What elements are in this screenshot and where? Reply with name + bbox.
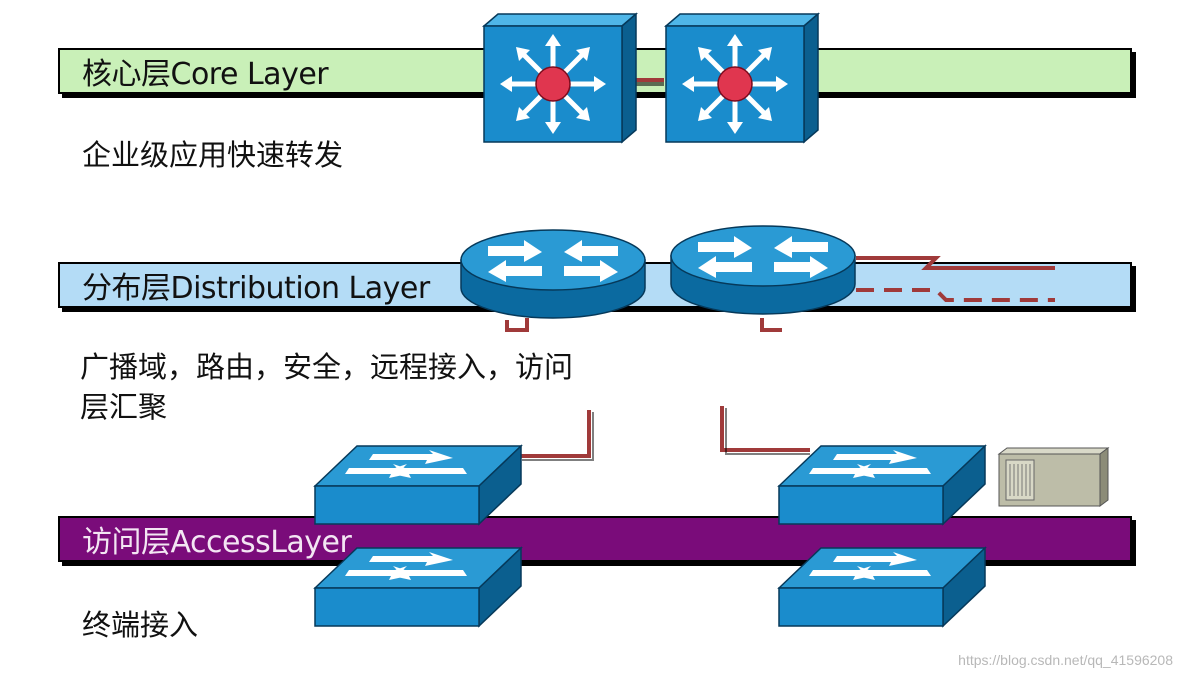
server-icon: [997, 447, 1110, 507]
distribution-layer-label: 分布层Distribution Layer: [82, 271, 430, 306]
distribution-layer-description-line-2: 层汇聚: [80, 390, 168, 424]
dist-to-access-link-left: [520, 410, 591, 458]
distribution-router-icon-2: [670, 225, 856, 315]
access-switch-icon-1: [313, 444, 523, 526]
core-switch-icon-1: [481, 12, 639, 144]
access-layer-description: 终端接入: [82, 608, 199, 642]
distribution-layer-description-line-1: 广播域，路由，安全，远程接入，访问: [80, 350, 574, 384]
core-layer-description: 企业级应用快速转发: [82, 138, 344, 172]
wan-link-dashed: [856, 288, 1055, 302]
core-switch-icon-2: [663, 12, 821, 144]
router-2-stub: [760, 318, 782, 332]
access-layer-label: 访问层AccessLayer: [82, 525, 352, 560]
access-switch-icon-4: [777, 546, 987, 628]
access-switch-icon-2: [777, 444, 987, 526]
wan-link-solid: [856, 256, 1055, 270]
core-layer-label: 核心层Core Layer: [82, 57, 329, 92]
distribution-router-icon-1: [460, 229, 646, 319]
watermark: https://blog.csdn.net/qq_41596208: [958, 652, 1173, 668]
router-1-stub: [505, 318, 529, 332]
access-switch-icon-3: [313, 546, 523, 628]
dist-to-access-link-right: [720, 406, 810, 452]
